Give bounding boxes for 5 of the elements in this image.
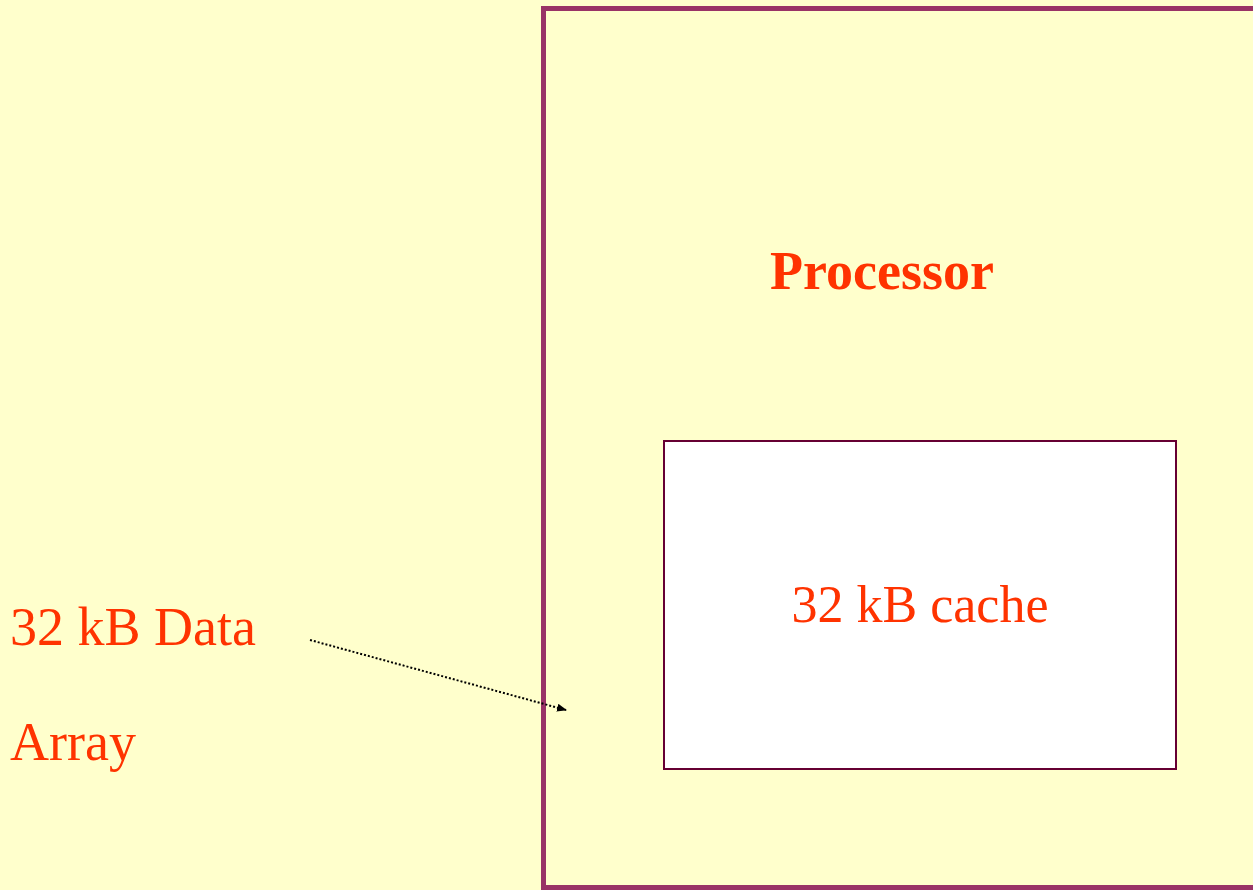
cache-box: 32 kB cache — [663, 440, 1177, 770]
processor-box — [541, 6, 1253, 890]
arrow — [309, 639, 567, 712]
data-array-label: 32 kB Data Array — [10, 570, 310, 800]
processor-title: Processor — [770, 240, 994, 303]
